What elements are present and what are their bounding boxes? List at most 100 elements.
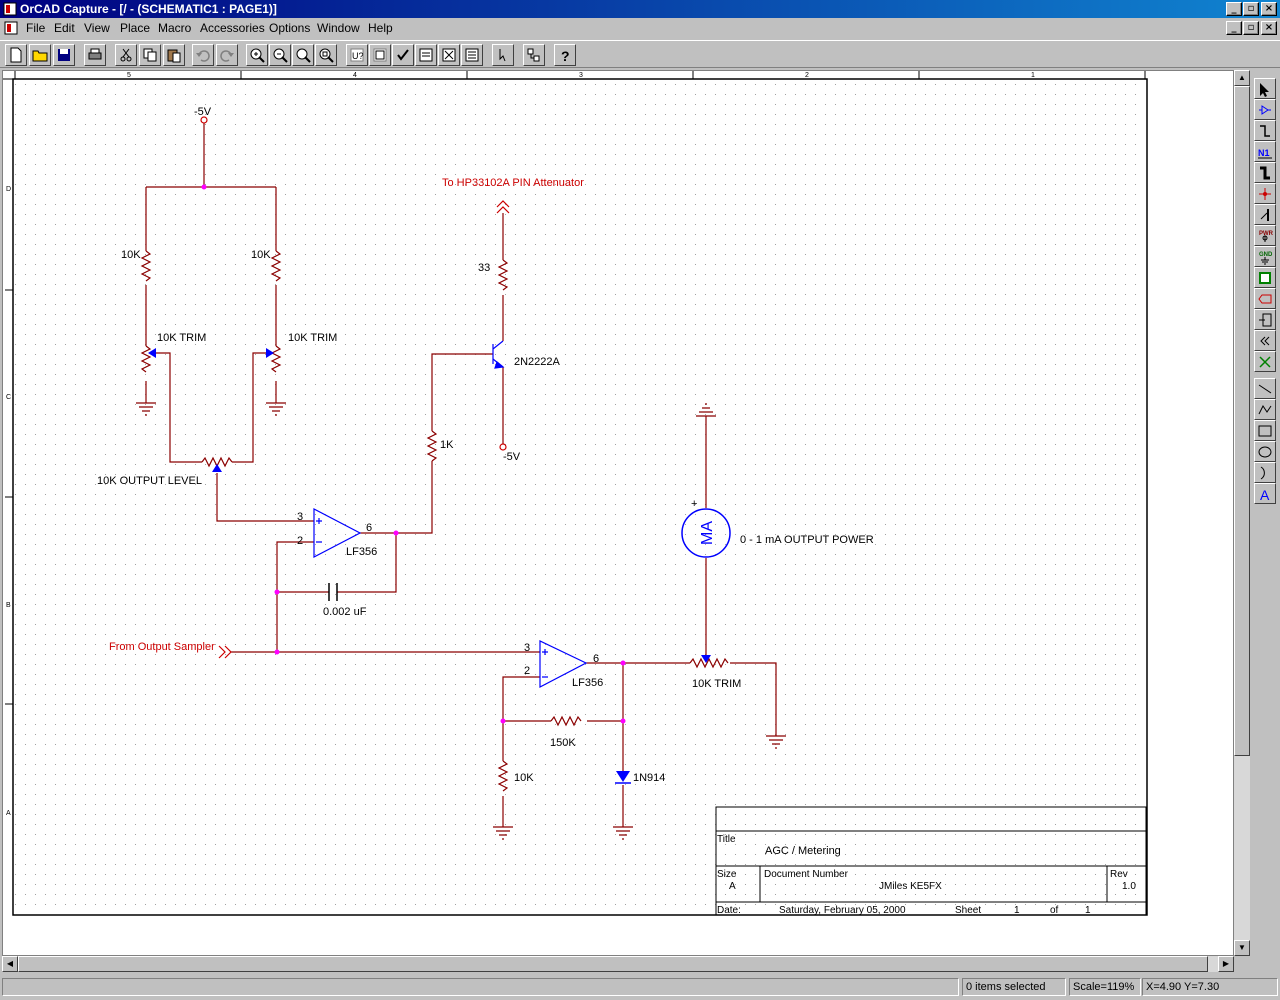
offpage-connectors[interactable]: [218, 200, 510, 659]
zoom-all-button[interactable]: [315, 44, 337, 66]
schematic-drawing[interactable]: 5 4 3 2 1 D C B A: [3, 71, 1234, 956]
menu-window[interactable]: Window: [317, 21, 360, 35]
vertical-scrollbar[interactable]: ▲ ▼: [1234, 70, 1250, 956]
label-cap: 0.002 uF: [323, 606, 367, 618]
svg-text:PWR: PWR: [1259, 231, 1273, 237]
palette-select[interactable]: [1254, 78, 1276, 99]
orcad-app-icon[interactable]: [3, 2, 17, 16]
place-part-icon: [1259, 104, 1271, 115]
palette-place-bus[interactable]: [1254, 162, 1276, 183]
label-opamp2-pin3: 3: [524, 642, 530, 654]
tb-date-caption: Date:: [717, 905, 741, 916]
zoom-area-button[interactable]: [292, 44, 314, 66]
wiper-left-trim[interactable]: [148, 348, 156, 358]
label-opamp1-pin3: 3: [297, 511, 303, 523]
undo-icon: [196, 50, 210, 62]
schematic-canvas[interactable]: 5 4 3 2 1 D C B A: [2, 70, 1234, 956]
minimize-button[interactable]: _: [1226, 2, 1242, 16]
print-button[interactable]: [84, 44, 106, 66]
menu-accessories[interactable]: Accessories: [200, 21, 265, 35]
resistors[interactable]: [140, 250, 729, 792]
palette-place-part[interactable]: [1254, 99, 1276, 120]
horizontal-scroll-thumb[interactable]: [18, 956, 1208, 972]
capacitor[interactable]: [328, 583, 338, 601]
doc-minimize-button[interactable]: _: [1226, 21, 1242, 35]
back-annotate-icon: [373, 48, 387, 62]
palette-place-hierarchical-port[interactable]: [1254, 288, 1276, 309]
ground-symbols[interactable]: [136, 402, 786, 840]
palette-place-no-connect[interactable]: [1254, 351, 1276, 372]
palette-place-rectangle[interactable]: [1254, 420, 1276, 441]
menu-help[interactable]: Help: [368, 21, 393, 35]
opamp-u2[interactable]: [539, 640, 588, 688]
npn-transistor[interactable]: [492, 340, 505, 369]
drc-button[interactable]: [392, 44, 414, 66]
redo-button[interactable]: [216, 44, 238, 66]
cross-reference-button[interactable]: [438, 44, 460, 66]
palette-place-ground[interactable]: GND: [1254, 246, 1276, 267]
wiper-output-trim[interactable]: [701, 655, 711, 663]
snap-to-grid-button[interactable]: [492, 44, 514, 66]
scroll-left-button[interactable]: ◀: [2, 956, 18, 972]
horizontal-scrollbar[interactable]: ◀ ▶: [2, 956, 1234, 972]
new-button[interactable]: [5, 44, 27, 66]
open-button[interactable]: [29, 44, 51, 66]
project-manager-button[interactable]: [523, 44, 545, 66]
wires[interactable]: [145, 123, 777, 827]
scroll-right-button[interactable]: ▶: [1218, 956, 1234, 972]
menu-macro[interactable]: Macro: [158, 21, 191, 35]
palette-place-hierarchical-pin[interactable]: [1254, 309, 1276, 330]
document-icon[interactable]: [4, 21, 18, 35]
vertical-scroll-thumb[interactable]: [1234, 86, 1250, 756]
label-power-npn: -5V: [503, 451, 521, 463]
bill-of-materials-button[interactable]: [461, 44, 483, 66]
menu-edit[interactable]: Edit: [54, 21, 75, 35]
wiper-output-level[interactable]: [212, 464, 222, 472]
palette-place-bus-entry[interactable]: [1254, 204, 1276, 225]
scroll-up-button[interactable]: ▲: [1234, 70, 1250, 86]
undo-button[interactable]: [192, 44, 214, 66]
menu-view[interactable]: View: [84, 21, 110, 35]
copy-button[interactable]: [139, 44, 161, 66]
palette-place-text[interactable]: A: [1254, 483, 1276, 504]
zoom-in-button[interactable]: [246, 44, 268, 66]
palette-place-wire[interactable]: [1254, 120, 1276, 141]
menu-place[interactable]: Place: [120, 21, 150, 35]
palette-place-line[interactable]: [1254, 378, 1276, 399]
palette-place-ellipse[interactable]: [1254, 441, 1276, 462]
palette-place-junction[interactable]: [1254, 183, 1276, 204]
palette-place-off-page-connector[interactable]: [1254, 330, 1276, 351]
place-hierarchical-block-icon: [1259, 271, 1271, 284]
menu-view-label: View: [84, 21, 110, 35]
paste-button[interactable]: [163, 44, 185, 66]
netlist-button[interactable]: [415, 44, 437, 66]
palette-place-hierarchical-block[interactable]: [1254, 267, 1276, 288]
power-connectors[interactable]: [200, 116, 507, 451]
help-button[interactable]: ?: [554, 44, 576, 66]
opamp-u1[interactable]: [313, 508, 362, 558]
close-button[interactable]: ×: [1261, 2, 1277, 16]
palette-place-net-alias[interactable]: N1: [1254, 141, 1276, 162]
scroll-down-button[interactable]: ▼: [1234, 940, 1250, 956]
doc-restore-button[interactable]: ▫: [1243, 21, 1259, 35]
zoom-out-button[interactable]: [269, 44, 291, 66]
annotate-button[interactable]: U?: [346, 44, 368, 66]
milliammeter[interactable]: MA +: [681, 498, 731, 558]
place-wire-icon: [1260, 124, 1270, 137]
menu-options[interactable]: Options: [269, 21, 310, 35]
label-r-left-top: 10K: [121, 249, 141, 261]
back-annotate-button[interactable]: [369, 44, 391, 66]
tb-docnum-caption: Document Number: [764, 869, 849, 880]
potentiometer-wipers[interactable]: [148, 348, 711, 663]
save-button[interactable]: [53, 44, 75, 66]
cut-button[interactable]: [115, 44, 137, 66]
menu-file[interactable]: File: [26, 21, 45, 35]
doc-close-button[interactable]: ×: [1261, 21, 1277, 35]
place-rectangle-icon: [1258, 425, 1272, 436]
palette-place-polyline[interactable]: [1254, 399, 1276, 420]
diode[interactable]: [615, 771, 631, 784]
maximize-button[interactable]: ▫: [1243, 2, 1259, 16]
palette-place-power[interactable]: PWR: [1254, 225, 1276, 246]
palette-place-arc[interactable]: [1254, 462, 1276, 483]
wiper-right-trim[interactable]: [266, 348, 274, 358]
